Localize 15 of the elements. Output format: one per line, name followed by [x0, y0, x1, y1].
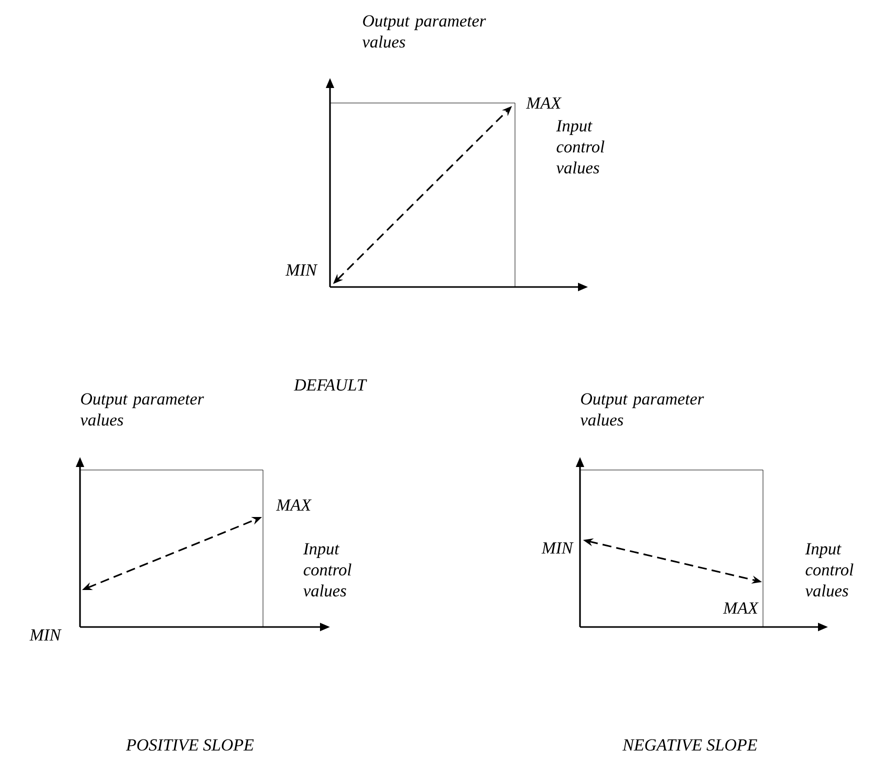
axis-label: Input control values	[556, 120, 604, 174]
end-label: MAX	[526, 97, 562, 109]
axis-label: Output parameter values	[80, 393, 204, 426]
end-label: MAX	[276, 499, 312, 511]
end-label: MIN	[541, 542, 574, 554]
end-label: MIN	[29, 629, 62, 641]
panel-title: DEFAULT	[294, 379, 368, 391]
axis-label: Input control values	[805, 543, 854, 597]
axis-label: Output parameter values	[580, 393, 704, 426]
axis-label: Output parameter values	[362, 15, 486, 48]
panel-title: POSITIVE SLOPE	[126, 739, 254, 751]
end-label: MAX	[723, 602, 759, 614]
end-label: MIN	[285, 264, 318, 276]
panel-title: NEGATIVE SLOPE	[622, 739, 758, 751]
axis-label: Input control values	[303, 543, 352, 597]
